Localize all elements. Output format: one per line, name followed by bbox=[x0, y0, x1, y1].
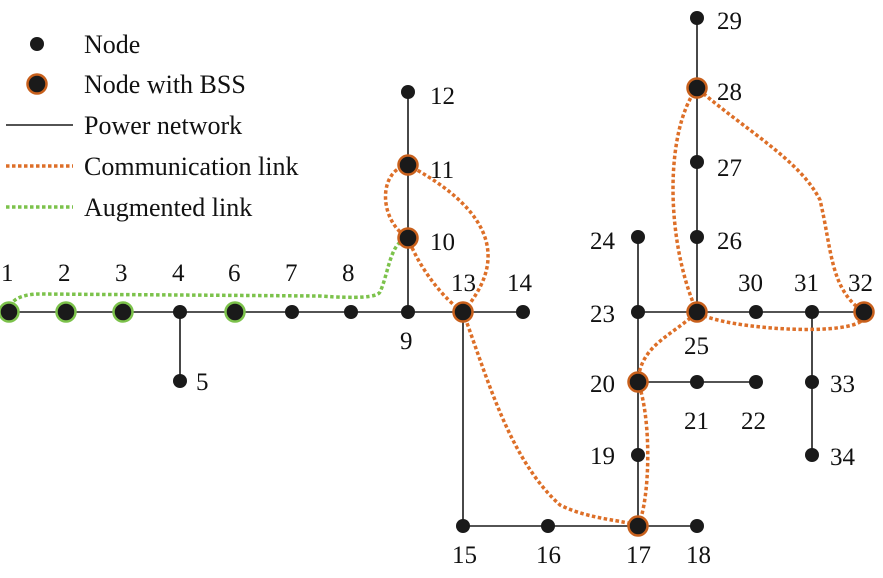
label-node-13: 13 bbox=[451, 270, 476, 297]
label-node-18: 18 bbox=[686, 542, 711, 569]
node-5 bbox=[173, 374, 187, 388]
label-node-19: 19 bbox=[590, 443, 615, 470]
communication-links bbox=[383, 85, 867, 529]
node-labels: 1 2 3 4 5 6 7 8 9 10 11 12 13 14 15 16 1… bbox=[1, 8, 873, 569]
label-node-6: 6 bbox=[228, 260, 241, 287]
label-node-10: 10 bbox=[430, 229, 455, 256]
legend-power-label: Power network bbox=[84, 111, 242, 140]
label-node-8: 8 bbox=[342, 260, 355, 287]
legend-bss-label: Node with BSS bbox=[84, 70, 246, 99]
node-18 bbox=[690, 519, 704, 533]
label-node-20: 20 bbox=[590, 371, 615, 398]
label-node-21: 21 bbox=[684, 408, 709, 435]
label-node-30: 30 bbox=[738, 270, 763, 297]
node-24 bbox=[631, 230, 645, 244]
node-10-bss bbox=[397, 227, 419, 249]
node-31 bbox=[805, 305, 819, 319]
node-33 bbox=[805, 375, 819, 389]
label-node-2: 2 bbox=[58, 260, 71, 287]
node-1 bbox=[0, 301, 20, 323]
label-node-25: 25 bbox=[684, 333, 709, 360]
legend-aug-label: Augmented link bbox=[84, 193, 252, 222]
comm-link-13-17-20-25 bbox=[461, 310, 699, 529]
label-node-7: 7 bbox=[285, 260, 298, 287]
legend-node-label: Node bbox=[84, 30, 140, 59]
node-13-bss bbox=[452, 301, 474, 323]
node-14 bbox=[516, 305, 530, 319]
label-node-1: 1 bbox=[1, 260, 14, 287]
node-12 bbox=[401, 85, 415, 99]
node-19 bbox=[631, 448, 645, 462]
label-node-24: 24 bbox=[590, 228, 616, 255]
label-node-23: 23 bbox=[590, 301, 615, 328]
label-node-17: 17 bbox=[626, 542, 651, 569]
node-3 bbox=[112, 301, 134, 323]
label-node-5: 5 bbox=[196, 369, 209, 396]
label-node-33: 33 bbox=[830, 371, 855, 398]
node-8 bbox=[344, 305, 358, 319]
node-23 bbox=[631, 305, 645, 319]
label-node-29: 29 bbox=[717, 8, 742, 35]
label-node-27: 27 bbox=[717, 155, 742, 182]
comm-link-25-28-32 bbox=[671, 85, 867, 332]
legend: Node Node with BSS Power network Communi… bbox=[6, 30, 299, 222]
legend-bss-marker bbox=[26, 73, 48, 95]
node-20-bss bbox=[627, 371, 649, 393]
node-2 bbox=[55, 301, 77, 323]
node-25-bss bbox=[686, 301, 708, 323]
node-16 bbox=[541, 519, 555, 533]
label-node-12: 12 bbox=[430, 83, 455, 110]
node-32-bss bbox=[853, 301, 875, 323]
node-11-bss bbox=[397, 154, 419, 176]
node-9 bbox=[401, 305, 415, 319]
node-34 bbox=[805, 448, 819, 462]
node-21 bbox=[690, 375, 704, 389]
label-node-22: 22 bbox=[741, 408, 766, 435]
node-4 bbox=[173, 305, 187, 319]
legend-comm-label: Communication link bbox=[84, 152, 299, 181]
label-node-4: 4 bbox=[172, 260, 185, 287]
node-26 bbox=[690, 230, 704, 244]
label-node-28: 28 bbox=[717, 79, 742, 106]
node-29 bbox=[690, 11, 704, 25]
comm-link-10-11-13 bbox=[383, 163, 490, 315]
augmented-link bbox=[7, 238, 405, 313]
label-node-26: 26 bbox=[717, 228, 742, 255]
node-15 bbox=[456, 519, 470, 533]
node-30 bbox=[749, 305, 763, 319]
nodes bbox=[0, 11, 875, 537]
label-node-15: 15 bbox=[452, 542, 477, 569]
label-node-14: 14 bbox=[507, 270, 533, 297]
legend-node-marker bbox=[30, 37, 44, 51]
label-node-32: 32 bbox=[848, 270, 873, 297]
label-node-16: 16 bbox=[536, 542, 561, 569]
node-27 bbox=[690, 155, 704, 169]
node-22 bbox=[749, 375, 763, 389]
label-node-34: 34 bbox=[830, 444, 856, 471]
node-17-bss bbox=[627, 515, 649, 537]
label-node-31: 31 bbox=[794, 270, 819, 297]
node-6 bbox=[224, 301, 246, 323]
label-node-11: 11 bbox=[430, 157, 454, 184]
label-node-3: 3 bbox=[115, 260, 128, 287]
label-node-9: 9 bbox=[400, 328, 413, 355]
node-7 bbox=[285, 305, 299, 319]
node-28-bss bbox=[686, 77, 708, 99]
